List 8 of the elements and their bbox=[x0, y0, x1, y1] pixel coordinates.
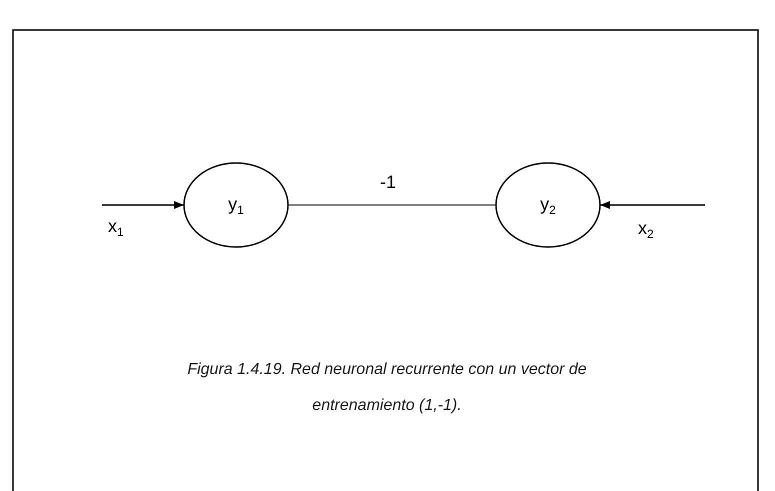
neuron-circle bbox=[183, 162, 289, 248]
connection-line bbox=[288, 204, 496, 206]
neuron-circle bbox=[495, 162, 601, 248]
arrow bbox=[600, 201, 705, 209]
figure-caption: Figura 1.4.19. Red neuronal recurrente con un vector de entrenamiento (1,-1). bbox=[186, 360, 588, 416]
node-label: y$_{1}$ bbox=[228, 194, 244, 216]
node-label: y$_{2}$ bbox=[540, 194, 556, 216]
arrow bbox=[102, 201, 184, 209]
